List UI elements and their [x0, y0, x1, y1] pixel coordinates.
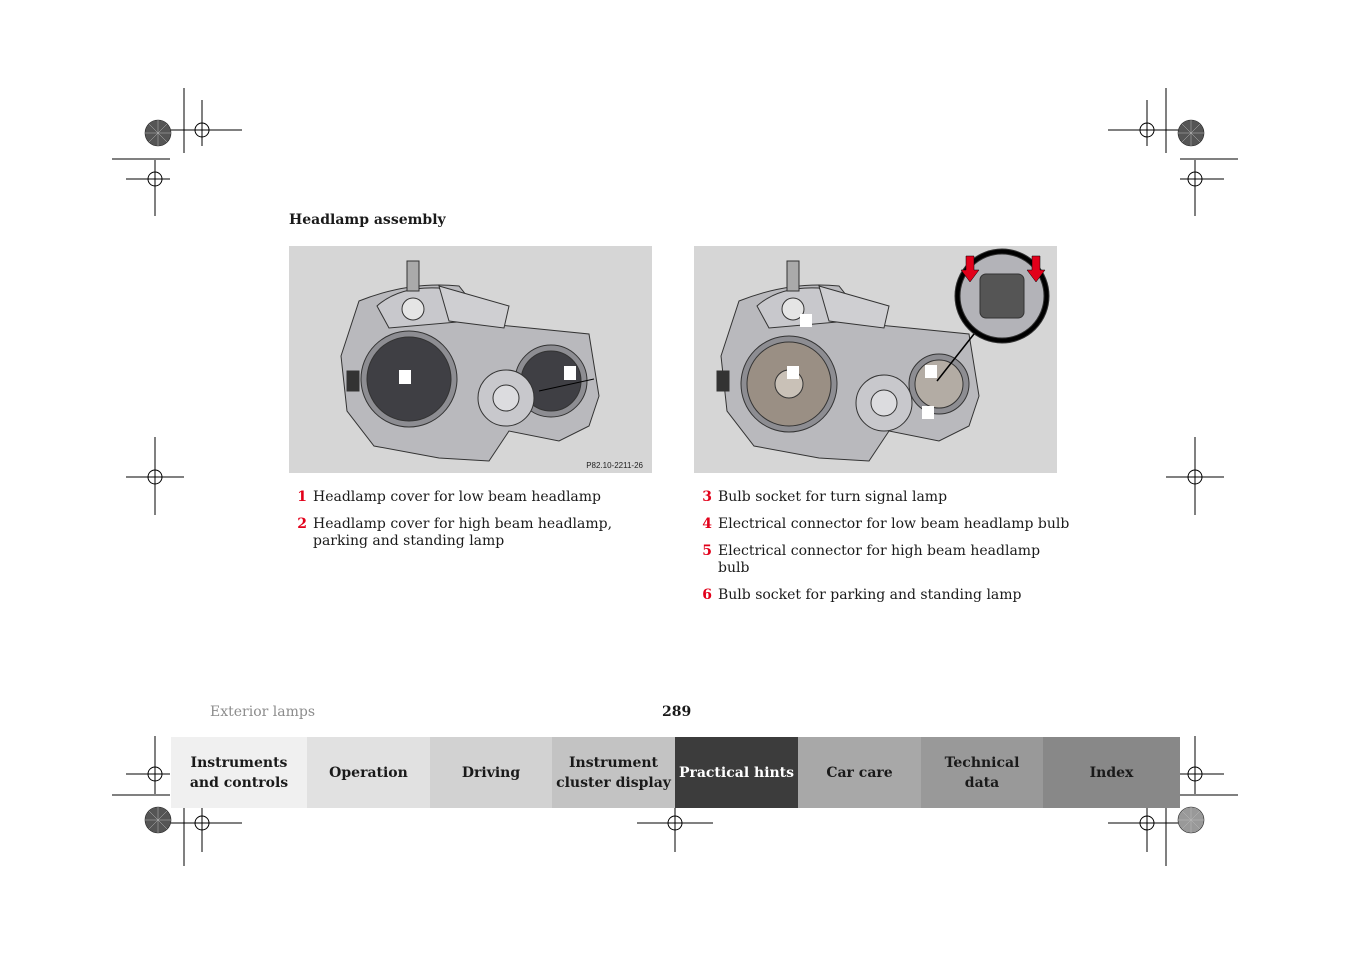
- legend-number: 3: [702, 489, 712, 505]
- page-heading: Headlamp assembly: [289, 212, 446, 228]
- legend-item: 5 Electrical connector for high beam head…: [694, 543, 1074, 577]
- tab-instruments-and-controls[interactable]: Instruments and controls: [171, 737, 307, 808]
- legend-text: Headlamp cover for low beam headlamp: [313, 489, 602, 505]
- tab-label: Instruments and controls: [189, 754, 289, 791]
- legend-text: Bulb socket for parking and standing lam…: [718, 587, 1022, 603]
- legend-item: 2 Headlamp cover for high beam headlamp, …: [289, 516, 659, 550]
- legend-number: 2: [297, 516, 307, 532]
- tab-label: Driving: [461, 764, 521, 781]
- legend-text: Bulb socket for turn signal lamp: [718, 489, 948, 505]
- legend-number: 4: [702, 516, 712, 532]
- legend-text: Electrical connector for high beam headl…: [718, 543, 1041, 576]
- tab-label: Instrument cluster display: [556, 754, 671, 791]
- legend-number: 6: [702, 587, 712, 603]
- tab-label: Operation: [329, 764, 408, 781]
- tab-car-care[interactable]: Car care: [798, 737, 921, 808]
- chapter-nav: Instruments and controls Operation Drivi…: [171, 737, 1180, 808]
- section-label: Exterior lamps: [210, 704, 316, 720]
- legend-item: 3 Bulb socket for turn signal lamp: [694, 489, 1074, 506]
- tab-label: Technical data: [944, 754, 1020, 791]
- legend-number: 1: [297, 489, 307, 505]
- figure-code: P82.10-2211-26: [586, 461, 643, 470]
- legend-item: 6 Bulb socket for parking and standing la…: [694, 587, 1074, 604]
- tab-index[interactable]: Index: [1043, 737, 1180, 808]
- tab-practical-hints[interactable]: Practical hints: [675, 737, 798, 808]
- page-number: 289: [662, 704, 692, 720]
- headlamp-bulbs-illustration: [694, 246, 1057, 473]
- legend-item: 4 Electrical connector for low beam headl…: [694, 516, 1074, 533]
- legend-item: 1 Headlamp cover for low beam headlamp: [289, 489, 659, 506]
- tab-technical-data[interactable]: Technical data: [921, 737, 1043, 808]
- tab-label: Car care: [826, 764, 893, 781]
- tab-instrument-cluster-display[interactable]: Instrument cluster display: [552, 737, 675, 808]
- tab-operation[interactable]: Operation: [307, 737, 430, 808]
- legend-text: Electrical connector for low beam headla…: [718, 516, 1070, 532]
- tab-driving[interactable]: Driving: [430, 737, 552, 808]
- tab-label: Practical hints: [678, 764, 795, 781]
- tab-label: Index: [1089, 764, 1134, 781]
- legend-number: 5: [702, 543, 712, 559]
- legend-text: Headlamp cover for high beam headlamp, p…: [313, 516, 613, 549]
- headlamp-covers-illustration: P82.10-2211-26: [289, 246, 652, 473]
